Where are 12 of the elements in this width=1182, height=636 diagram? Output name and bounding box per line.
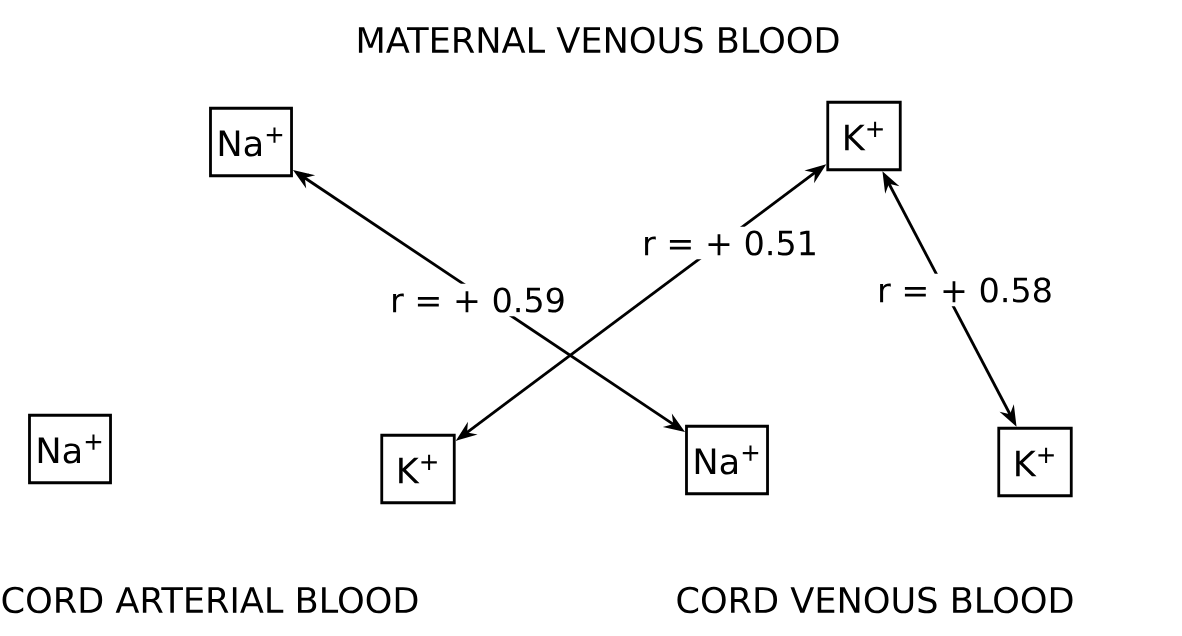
ion-box: Na$^{+}$ <box>28 413 112 485</box>
ion-box: K$^{+}$ <box>997 426 1073 498</box>
ion-box: Na$^{+}$ <box>209 106 293 178</box>
edge-label: r = + 0.51 <box>638 226 822 260</box>
ion-box: Na$^{+}$ <box>685 424 769 496</box>
ion-box: K$^{+}$ <box>380 433 456 505</box>
edge-label: r = + 0.59 <box>386 283 570 317</box>
ion-box: K$^{+}$ <box>826 100 902 172</box>
group-label: CORD VENOUS BLOOD <box>677 586 1073 614</box>
group-label: MATERNAL VENOUS BLOOD <box>358 26 839 54</box>
edge-label: r = + 0.58 <box>873 273 1057 307</box>
group-label: CORD ARTERIAL BLOOD <box>2 586 418 614</box>
